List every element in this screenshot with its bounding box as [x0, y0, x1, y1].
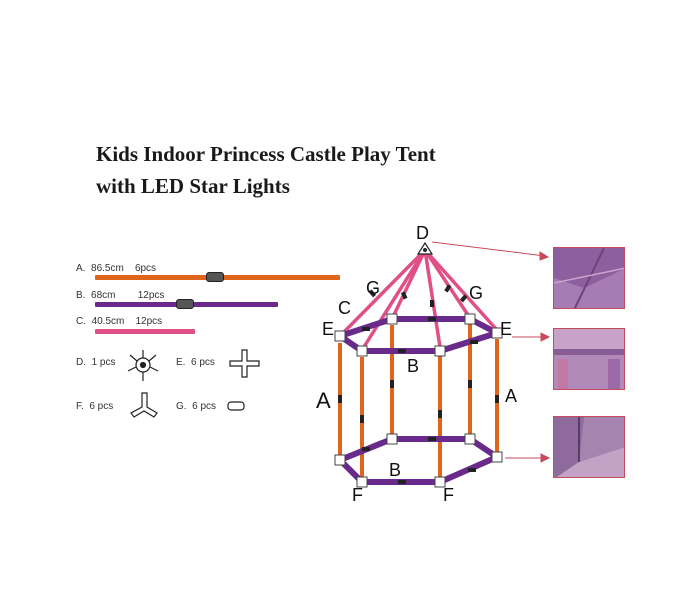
part-c-label: C. 40.5cm 12pcs — [76, 316, 162, 327]
part-a-letter: A. — [76, 263, 86, 274]
label-a-left: A — [316, 388, 331, 413]
connector-f-qty: 6 pcs — [89, 401, 114, 412]
label-e-right: E — [500, 319, 513, 339]
connector-d-icon — [127, 350, 159, 381]
part-c-qty: 12pcs — [135, 316, 163, 327]
connector-e-label: E. 6 pcs — [176, 357, 215, 368]
part-b-letter: B. — [76, 290, 86, 301]
joints — [334, 313, 503, 488]
connector-g-label: G. 6 pcs — [176, 401, 216, 412]
connector-f-icon — [130, 392, 158, 418]
label-b-top: B — [407, 356, 420, 376]
detail-photo-base — [553, 416, 625, 478]
part-c-letter: C. — [76, 316, 86, 327]
connector-e-qty: 6 pcs — [191, 357, 215, 368]
title-line-1: Kids Indoor Princess Castle Play Tent — [96, 142, 436, 166]
connector-d-letter: D. — [76, 357, 86, 368]
connector-d-label: D. 1 pcs — [76, 357, 115, 368]
connector-g-qty: 6 pcs — [192, 401, 217, 412]
connector-e-letter: E. — [176, 357, 186, 368]
part-b-label: B. 68cm 12pcs — [76, 290, 164, 301]
label-d: D — [416, 223, 429, 243]
rod-a-joint — [206, 272, 224, 282]
label-a-right: A — [505, 386, 518, 406]
pointer-arrows — [431, 241, 551, 463]
title-line-2: with LED Star Lights — [96, 174, 290, 198]
label-g-right: G — [469, 283, 484, 303]
connector-d-qty: 1 pcs — [91, 357, 116, 368]
connector-f-label: F. 6 pcs — [76, 401, 113, 412]
label-f-right: F — [443, 485, 454, 505]
label-b-bottom: B — [389, 460, 402, 480]
label-e-left: E — [322, 319, 335, 339]
part-a-label: A. 86.5cm 6pcs — [76, 263, 156, 274]
label-c: C — [338, 298, 351, 318]
part-b-length: 68cm — [91, 290, 116, 301]
part-b-qty: 12pcs — [137, 290, 165, 301]
part-a-qty: 6pcs — [134, 263, 157, 274]
connector-g-letter: G. — [176, 401, 187, 412]
apex-hub-d — [416, 241, 434, 255]
rod-c — [95, 329, 195, 334]
label-f-left: F — [352, 485, 363, 505]
sleeve-marks — [338, 284, 499, 484]
connector-g-icon — [227, 401, 245, 411]
part-a-length: 86.5cm — [91, 263, 124, 274]
label-g-left: G — [366, 278, 381, 298]
detail-photo-apex — [553, 247, 625, 309]
part-c-length: 40.5cm — [91, 316, 125, 327]
connector-e-icon — [229, 349, 260, 378]
connector-f-letter: F. — [76, 401, 84, 412]
rod-b-joint — [176, 299, 194, 309]
detail-photo-top-ring — [553, 328, 625, 390]
roof-rods-c — [341, 248, 499, 351]
